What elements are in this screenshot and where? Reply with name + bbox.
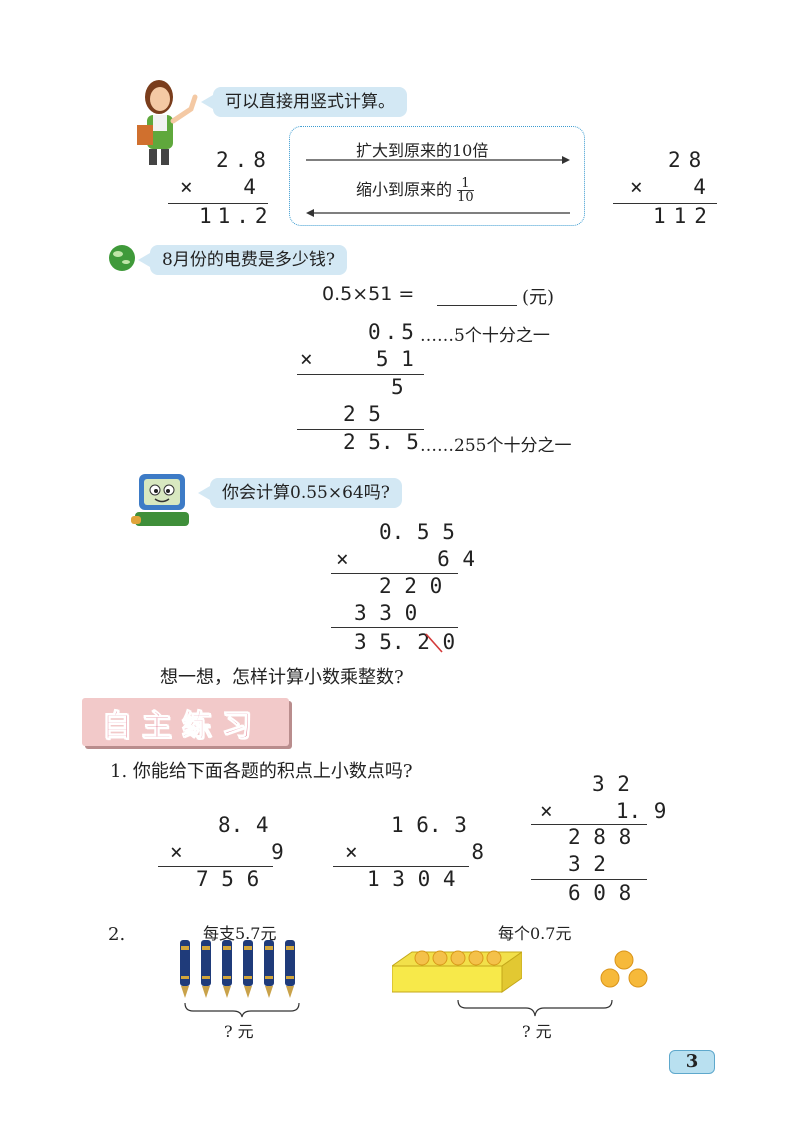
balls-brace <box>457 999 613 1017</box>
balls-price-label: 每个0.7元 <box>498 924 572 943</box>
p2-line2: × 8 <box>345 840 485 864</box>
right-calc-line2: × 4 <box>630 175 706 199</box>
calc1-line4: 2 5 <box>343 402 381 426</box>
calc2-line4: 3 3 0 <box>354 601 418 625</box>
right-calc-result: 112 <box>653 204 715 228</box>
p3-line3: 2 8 8 <box>568 825 632 849</box>
question-2-number: 2. <box>108 924 126 945</box>
right-calc-line1: 28 <box>668 148 710 172</box>
exercise-header <box>82 698 289 746</box>
calc2-rule2 <box>331 627 458 628</box>
conversion-box <box>289 126 585 226</box>
left-calc-rule <box>168 203 268 204</box>
p3-line4: 3 2 <box>568 852 606 876</box>
computer-mascot-illustration <box>131 474 189 526</box>
p1-line3: 7 5 6 <box>196 867 260 891</box>
calc1-line5-note: ……255个十分之一 <box>420 436 572 456</box>
teacher-illustration <box>137 80 198 165</box>
fraction-numerator: 1 <box>457 177 474 191</box>
question-1-text: 1. 你能给下面各题的积点上小数点吗? <box>110 761 413 782</box>
teacher-speech-bubble: 可以直接用竖式计算。 <box>201 87 407 117</box>
exercise-header-title: 自主练习 <box>102 709 262 745</box>
calc1-rule2 <box>297 429 424 430</box>
page-number: 3 <box>685 1051 699 1072</box>
p2-line1: 1 6. 3 <box>391 813 467 837</box>
calc1-line1: 0.5 <box>368 320 418 344</box>
equation-left: 0.5×51 = <box>322 283 415 305</box>
calc2-line2: × 6 4 <box>336 547 476 571</box>
pens-price-label: 每支5.7元 <box>203 924 277 943</box>
fraction-denominator: 10 <box>457 190 474 205</box>
calc2-line1: 0. 5 5 <box>379 520 455 544</box>
calc1-line2: × 5 1 <box>300 347 414 371</box>
p3-rule1 <box>531 824 647 825</box>
left-calc-result: 11.2 <box>199 204 274 228</box>
p2-rule <box>333 866 469 867</box>
right-arrow <box>306 156 570 164</box>
p1-rule <box>158 866 273 867</box>
page-number-badge: 3 <box>669 1050 715 1074</box>
calc1-rule1 <box>297 374 424 375</box>
arrow-bottom-text: 缩小到原来的 <box>356 180 453 199</box>
pens-illustration <box>180 940 295 998</box>
p1-line2: × 9 <box>170 840 284 864</box>
arrow-top-label: 扩大到原来的10倍 <box>356 141 489 160</box>
left-calc-line1: 2.8 <box>216 148 272 172</box>
strike-zero-mark <box>425 633 443 653</box>
p1-line1: 8. 4 <box>218 813 269 837</box>
globe-icon <box>109 245 135 271</box>
balls-answer: ? 元 <box>522 1022 552 1041</box>
pens-answer: ? 元 <box>224 1022 254 1041</box>
equation-unit: (元) <box>522 287 555 308</box>
left-calc-line2: × 4 <box>180 175 256 199</box>
calc2-line5: 3 5. 2 0 <box>354 630 456 654</box>
p3-line5: 6 0 8 <box>568 881 632 905</box>
calc1-line1-note: ……5个十分之一 <box>420 326 550 346</box>
think-prompt: 想一想，怎样计算小数乘整数? <box>160 667 404 688</box>
calc2-rule1 <box>331 573 458 574</box>
right-calc-rule <box>613 203 717 204</box>
loose-balls-illustration <box>600 950 648 988</box>
calc1-line5: 2 5. 5 <box>343 430 419 454</box>
p3-rule2 <box>531 879 647 880</box>
calc1-line3: 5 <box>391 375 404 399</box>
p3-line2: × 1. 9 <box>540 799 667 823</box>
computer-speech-bubble: 你会计算0.55×64吗? <box>198 478 402 508</box>
calc2-line3: 2 2 0 <box>379 574 443 598</box>
pens-brace <box>184 1002 300 1018</box>
p2-line3: 1 3 0 4 <box>367 867 456 891</box>
p3-line1: 3 2 <box>592 772 630 796</box>
ball-box-illustration <box>392 950 522 993</box>
answer-blank <box>437 305 517 306</box>
question-bubble: 8月份的电费是多少钱? <box>138 245 347 275</box>
left-arrow <box>306 209 570 217</box>
